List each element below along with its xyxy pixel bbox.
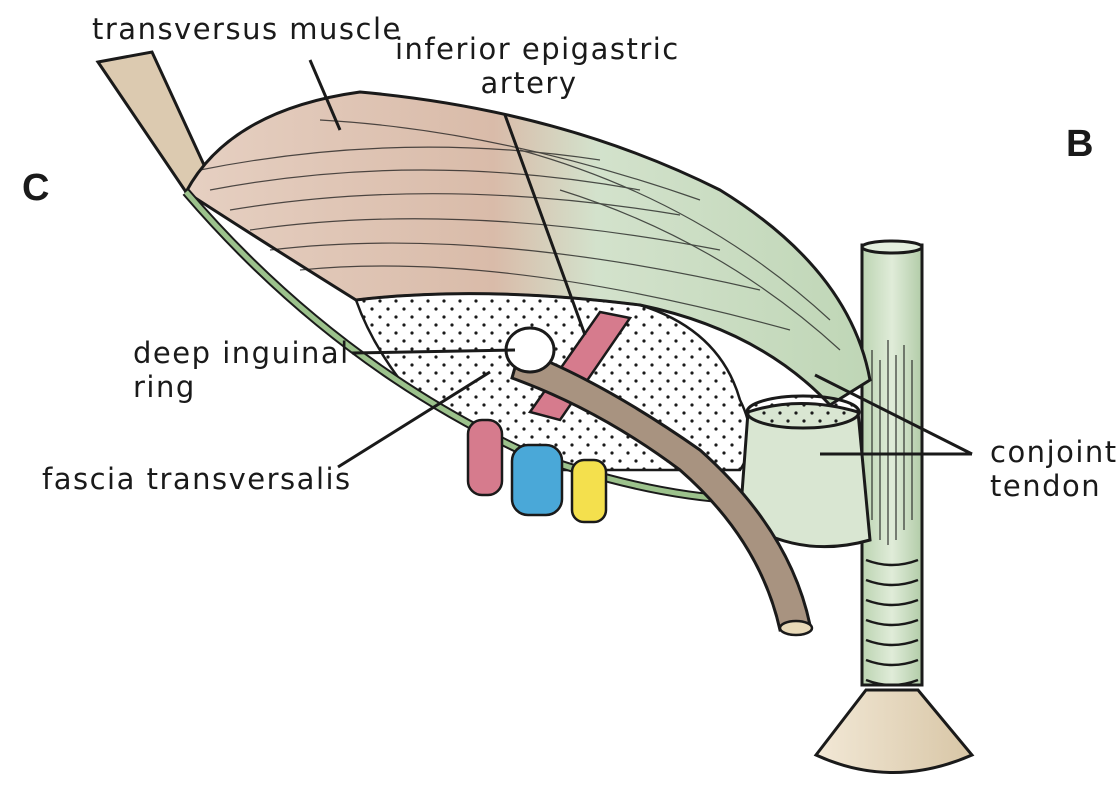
label-inferior-epigastric-artery: inferior epigastric artery bbox=[395, 32, 663, 100]
label-line: tendon bbox=[990, 469, 1116, 503]
label-transversus-muscle: transversus muscle bbox=[92, 12, 402, 46]
panel-label-b: B bbox=[1066, 124, 1093, 164]
label-line: deep inguinal bbox=[133, 336, 350, 370]
transversus-tendon-stump bbox=[98, 52, 210, 192]
panel-label-c: C bbox=[22, 168, 49, 208]
label-line: artery bbox=[395, 66, 663, 100]
label-line: conjoint bbox=[990, 435, 1116, 469]
label-conjoint-tendon: conjoint tendon bbox=[990, 435, 1116, 503]
label-deep-inguinal-ring: deep inguinal ring bbox=[133, 336, 350, 404]
label-line: inferior epigastric bbox=[395, 32, 663, 66]
label-line: ring bbox=[133, 370, 350, 404]
label-fascia-transversalis: fascia transversalis bbox=[42, 462, 352, 496]
